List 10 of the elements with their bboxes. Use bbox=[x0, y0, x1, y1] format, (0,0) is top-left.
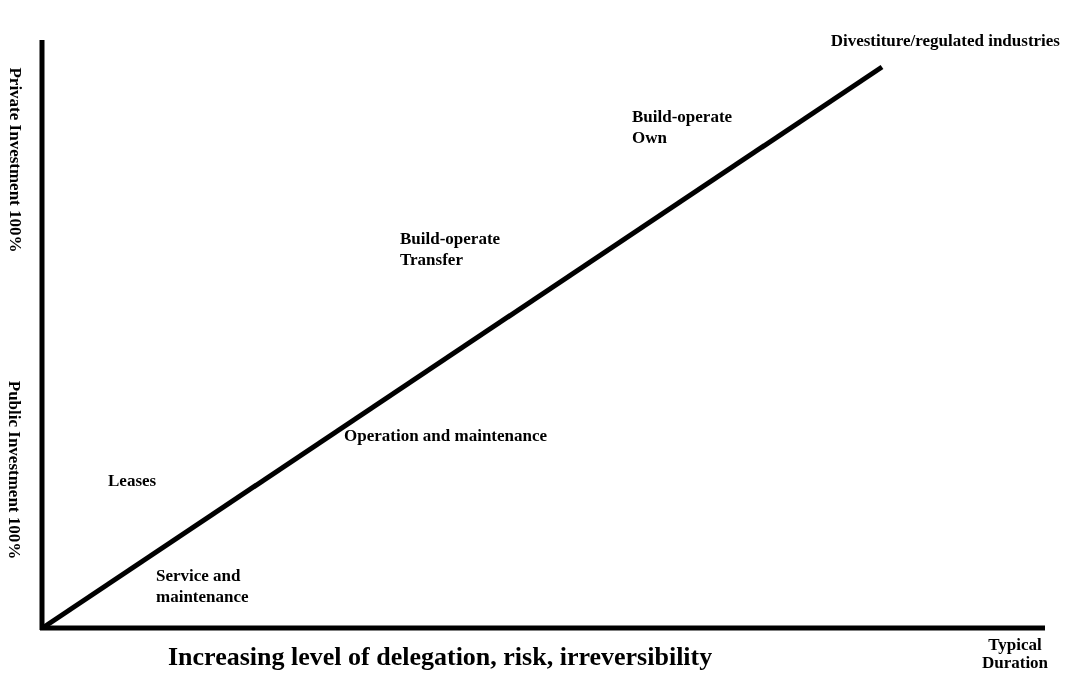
axis-label: Typical Duration bbox=[980, 636, 1050, 672]
axis-title: Increasing level of delegation, risk, irreversibility bbox=[168, 642, 713, 672]
region-label: Service and maintenance bbox=[156, 565, 250, 607]
region-label: Divestiture/regulated industries bbox=[829, 30, 1060, 51]
region-label: Build-operate Transfer bbox=[400, 228, 502, 270]
region-label: Operation and maintenance bbox=[344, 425, 549, 446]
region-label: Leases bbox=[108, 470, 158, 491]
axis-label: Public Investment 100% bbox=[3, 380, 24, 560]
region-label: Build-operate Own bbox=[632, 106, 734, 148]
axis-label: Private Investment 100% bbox=[4, 67, 25, 253]
